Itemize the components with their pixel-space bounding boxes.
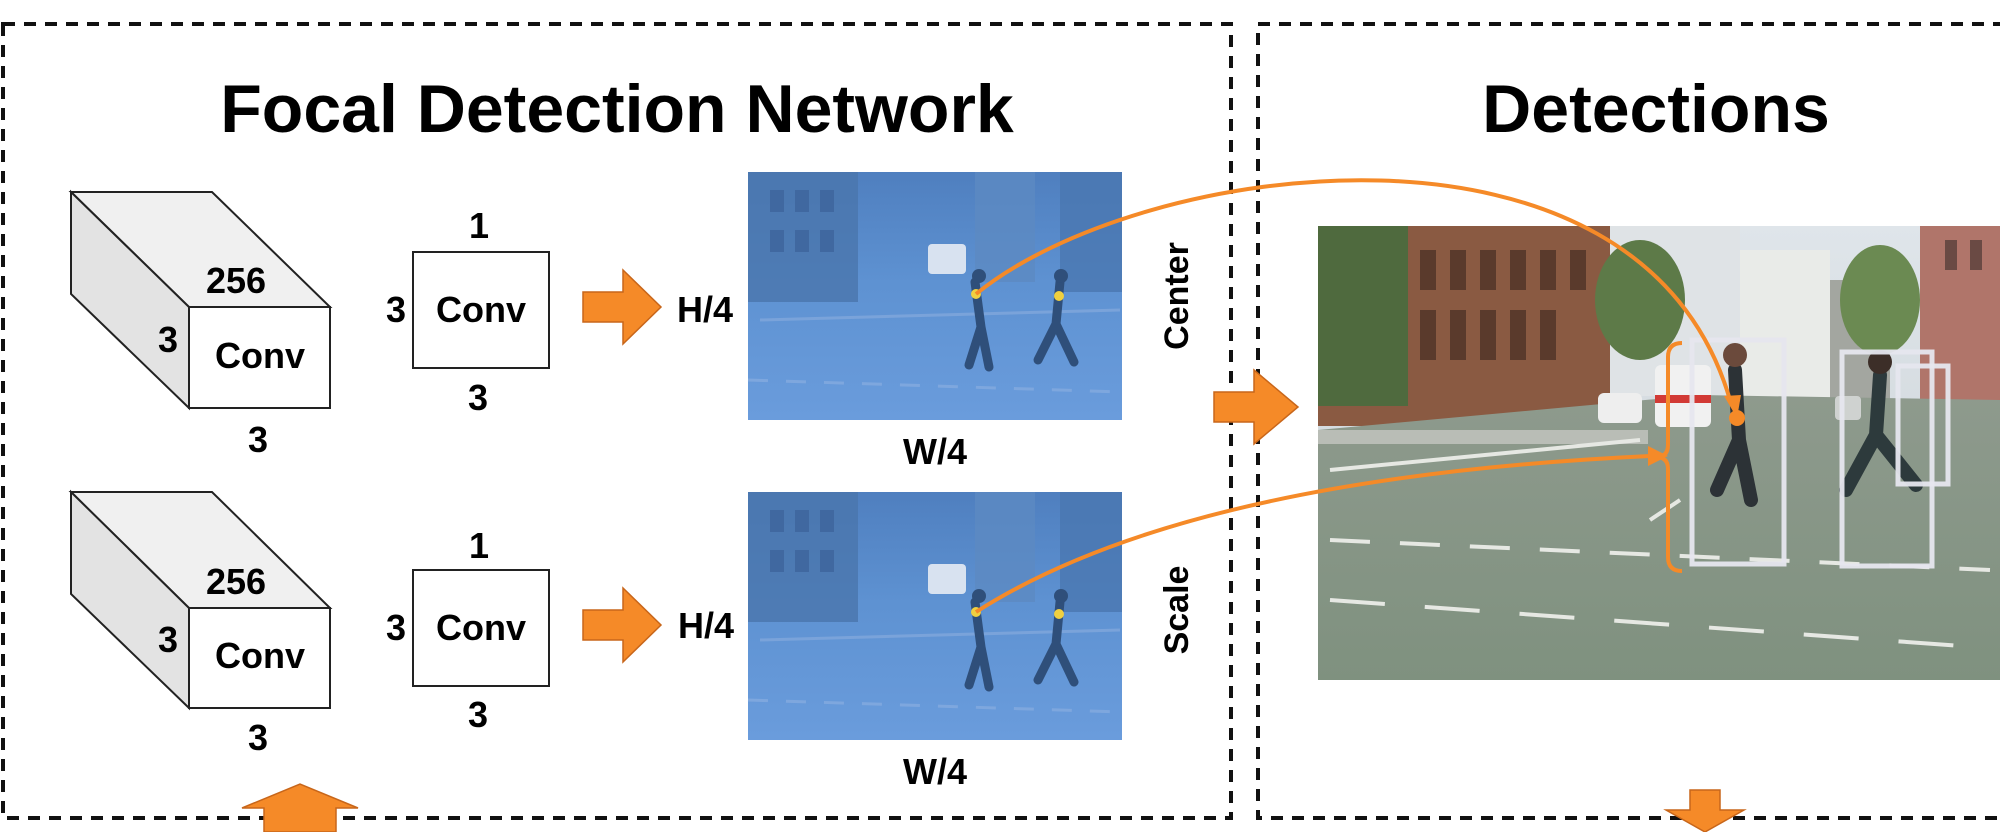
conv-bottom-label: 3 — [468, 694, 488, 735]
cube-depth-label: 256 — [206, 561, 266, 602]
cube-height-label: 3 — [158, 619, 178, 660]
cube-width-label: 3 — [248, 419, 268, 460]
arrow-down-icon — [1663, 789, 1747, 832]
center-label: Center — [1158, 242, 1196, 350]
center-feature-map — [747, 172, 1123, 420]
conv-name-label: Conv — [436, 289, 526, 330]
conv-left-label: 3 — [386, 289, 406, 330]
center-to-detection-arrow — [974, 178, 1732, 401]
arrow-up-icon — [241, 783, 359, 832]
cube-height-label: 3 — [158, 319, 178, 360]
conv-top-label: 1 — [469, 525, 489, 566]
cube-width-label: 3 — [248, 717, 268, 758]
arrow-right-icon — [1213, 368, 1300, 446]
map-width-label: W/4 — [903, 751, 967, 792]
conv-cube-2 — [68, 489, 333, 711]
scale-label: Scale — [1158, 566, 1196, 655]
cube-name-label: Conv — [215, 635, 305, 676]
cube-depth-label: 256 — [206, 260, 266, 301]
arrowhead-icon — [1724, 395, 1741, 418]
conv-top-label: 1 — [469, 205, 489, 246]
conv-bottom-label: 3 — [468, 377, 488, 418]
conv-cube-1 — [68, 189, 333, 411]
conv-box-2 — [412, 569, 550, 687]
arrow-right-icon — [582, 268, 663, 346]
map-height-label: H/4 — [677, 289, 733, 330]
network-title: Focal Detection Network — [220, 71, 1014, 147]
arrow-right-icon — [582, 586, 663, 664]
map-height-label: H/4 — [678, 605, 734, 646]
conv-name-label: Conv — [436, 607, 526, 648]
map-width-label: W/4 — [903, 431, 967, 472]
conv-left-label: 3 — [386, 607, 406, 648]
scale-feature-map — [747, 492, 1123, 740]
conv-box-1 — [412, 251, 550, 369]
detections-title: Detections — [1482, 71, 1830, 147]
arrowhead-icon — [1648, 446, 1668, 466]
cube-name-label: Conv — [215, 335, 305, 376]
scale-to-detection-arrow — [974, 454, 1651, 614]
